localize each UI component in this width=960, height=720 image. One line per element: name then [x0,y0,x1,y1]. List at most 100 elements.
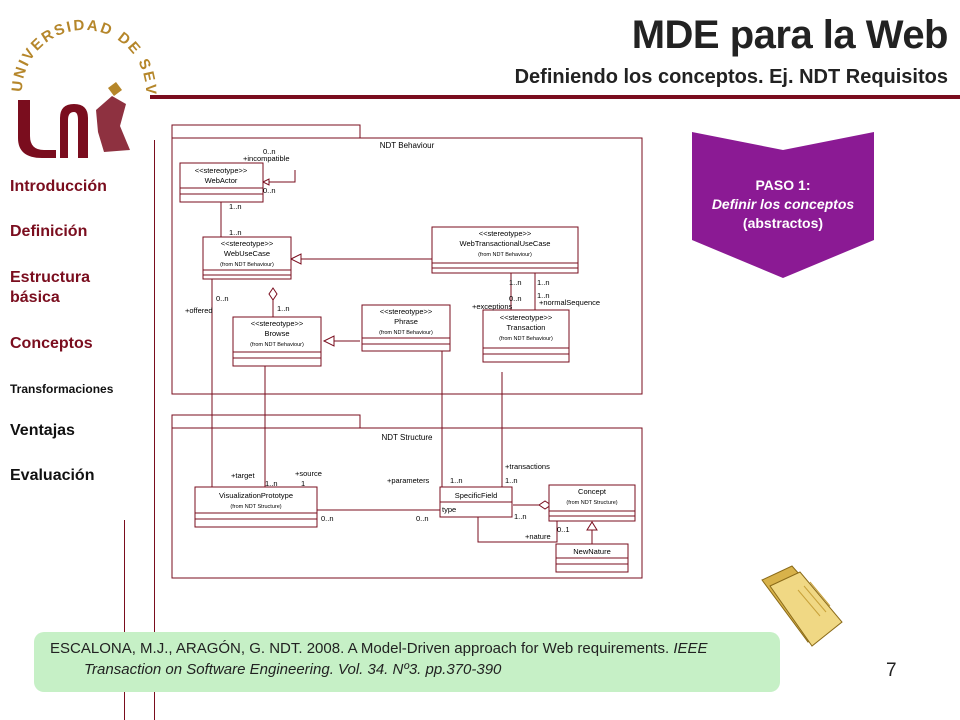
sidebar-divider-secondary [124,520,125,720]
role-exceptions: +exceptions [472,302,512,311]
reference-line-1: ESCALONA, M.J., ARAGÓN, G. NDT. 2008. A … [50,640,674,657]
aggregation-diamond-concept [538,500,552,510]
role-normal-sequence: +normalSequence [539,298,600,307]
origin-concept: (from NDT Structure) [566,500,617,506]
svg-text:UNIVERSIDAD DE SEVILLA: UNIVERSIDAD DE SEVILLA [0,0,159,96]
class-visualizationprototype [194,486,318,528]
class-concept [548,484,636,522]
class-webusecase [202,236,292,280]
mult-target: 1..n [265,479,278,488]
header-divider [150,95,960,99]
package-structure [171,427,643,579]
step-arrow [692,132,874,278]
stereotype-webtransactional: <<stereotype>> [479,229,532,238]
reference-line-1-italic: IEEE [673,640,708,657]
generalization-arrowhead-usecase [289,253,302,265]
mult-webusecase-actor: 1..n [229,228,242,237]
stereotype-webusecase: <<stereotype>> [221,239,274,248]
university-logo: UNIVERSIDAD DE SEVILLA [0,0,159,158]
origin-webtransactional: (from NDT Behaviour) [478,252,532,258]
origin-visualization: (from NDT Structure) [230,504,281,510]
generalization-arrowhead-browse [322,335,335,347]
mult-normal-top: 1..n [537,278,550,287]
mult-parameters: 1..n [450,476,463,485]
mult-offered: 0..n [216,294,229,303]
sidebar-item-transformaciones[interactable]: Transformaciones [10,382,114,396]
assoc-nature [477,515,558,543]
class-name-webusecase: WebUseCase [224,249,270,258]
mult-exceptions-bottom: 0..n [509,294,522,303]
stereotype-browse: <<stereotype>> [251,319,304,328]
origin-browse: (from NDT Behaviour) [250,342,304,348]
origin-webusecase: (from NDT Behaviour) [220,262,274,268]
aggregation-diamond [268,287,278,301]
self-association-incompatible [263,170,296,183]
origin-phrase: (from NDT Behaviour) [379,330,433,336]
mult-visualization-field: 0..n [321,514,334,523]
reference-box [34,632,780,692]
stereotype-phrase: <<stereotype>> [380,307,433,316]
stereotype-webactor: <<stereotype>> [195,166,248,175]
mult-field-visualization: 0..n [416,514,429,523]
sidebar-item-definicion[interactable]: Definición [10,223,88,240]
role-nature: +nature [525,532,551,541]
class-attr-specificfield: type [442,505,456,514]
role-transactions: +transactions [505,462,550,471]
page-number: 7 [886,660,897,681]
mult-incompatible-top: 0..n [263,147,276,156]
class-transaction [482,309,570,363]
mult-field-concept: 1..n [514,512,527,521]
mult-incompatible-bottom: 0..n [263,186,276,195]
uml-diagram: NDT Behaviour NDT Structure [171,124,643,579]
class-name-transaction: Transaction [507,323,546,332]
mult-source: 1 [301,479,305,488]
package-behaviour [171,137,643,395]
reference-text: ESCALONA, M.J., ARAGÓN, G. NDT. 2008. A … [50,638,770,680]
role-target: +target [231,471,255,480]
mult-browse: 1..n [277,304,290,313]
page-title: MDE para la Web [631,13,949,57]
class-webactor [179,162,264,203]
package-tab-behaviour [171,124,361,139]
class-name-specificfield: SpecificField [455,491,498,500]
package-structure-label: NDT Structure [382,433,434,442]
sidebar-item-ventajas[interactable]: Ventajas [10,422,75,439]
logo-text: UNIVERSIDAD DE SEVILLA [0,0,157,96]
mult-webactor: 1..n [229,202,242,211]
class-name-visualization: VisualizationPrototype [219,491,293,500]
folder-icon [761,565,843,647]
class-webtransactionalusecase [431,226,579,274]
sidebar-item-estructura-basica[interactable]: Estructura básica [10,269,91,306]
origin-transaction: (from NDT Behaviour) [499,336,553,342]
arrowhead-incompatible [261,178,270,186]
mult-normal-bottom: 1..n [537,291,550,300]
sidebar-item-conceptos[interactable]: Conceptos [10,335,93,352]
step-title: PASO 1: [755,177,811,193]
mult-transactions: 1..n [505,476,518,485]
role-parameters: +parameters [387,476,430,485]
class-name-webtransactional: WebTransactionalUseCase [460,239,551,248]
class-phrase [361,304,451,352]
step-label: PASO 1: Definir los conceptos (abstracto… [692,176,874,233]
class-name-webactor: WebActor [205,176,238,185]
class-name-newnature: NewNature [573,547,611,556]
sidebar-item-evaluacion[interactable]: Evaluación [10,467,95,484]
package-behaviour-label: NDT Behaviour [380,141,435,150]
step-line-2: Definir los conceptos [711,196,855,212]
class-name-phrase: Phrase [394,317,418,326]
role-offered: +offered [185,306,213,315]
mult-nature: 0..1 [557,525,570,534]
mult-exceptions-top: 1..n [509,278,522,287]
role-source: +source [295,469,322,478]
class-name-browse: Browse [264,329,289,338]
page-subtitle: Definiendo los conceptos. Ej. NDT Requis… [514,66,948,88]
step-line-3: (abstractos) [742,215,824,231]
reference-line-2: Transaction on Software Engineering. Vol… [84,661,502,678]
package-tab-structure [171,414,361,429]
stereotype-transaction: <<stereotype>> [500,313,553,322]
generalization-arrowhead-concept [586,521,598,531]
role-incompatible: +incompatible [243,154,290,163]
sidebar-divider [154,140,155,720]
class-name-concept: Concept [578,487,607,496]
sidebar-item-introduccion[interactable]: Introducción [10,178,107,195]
